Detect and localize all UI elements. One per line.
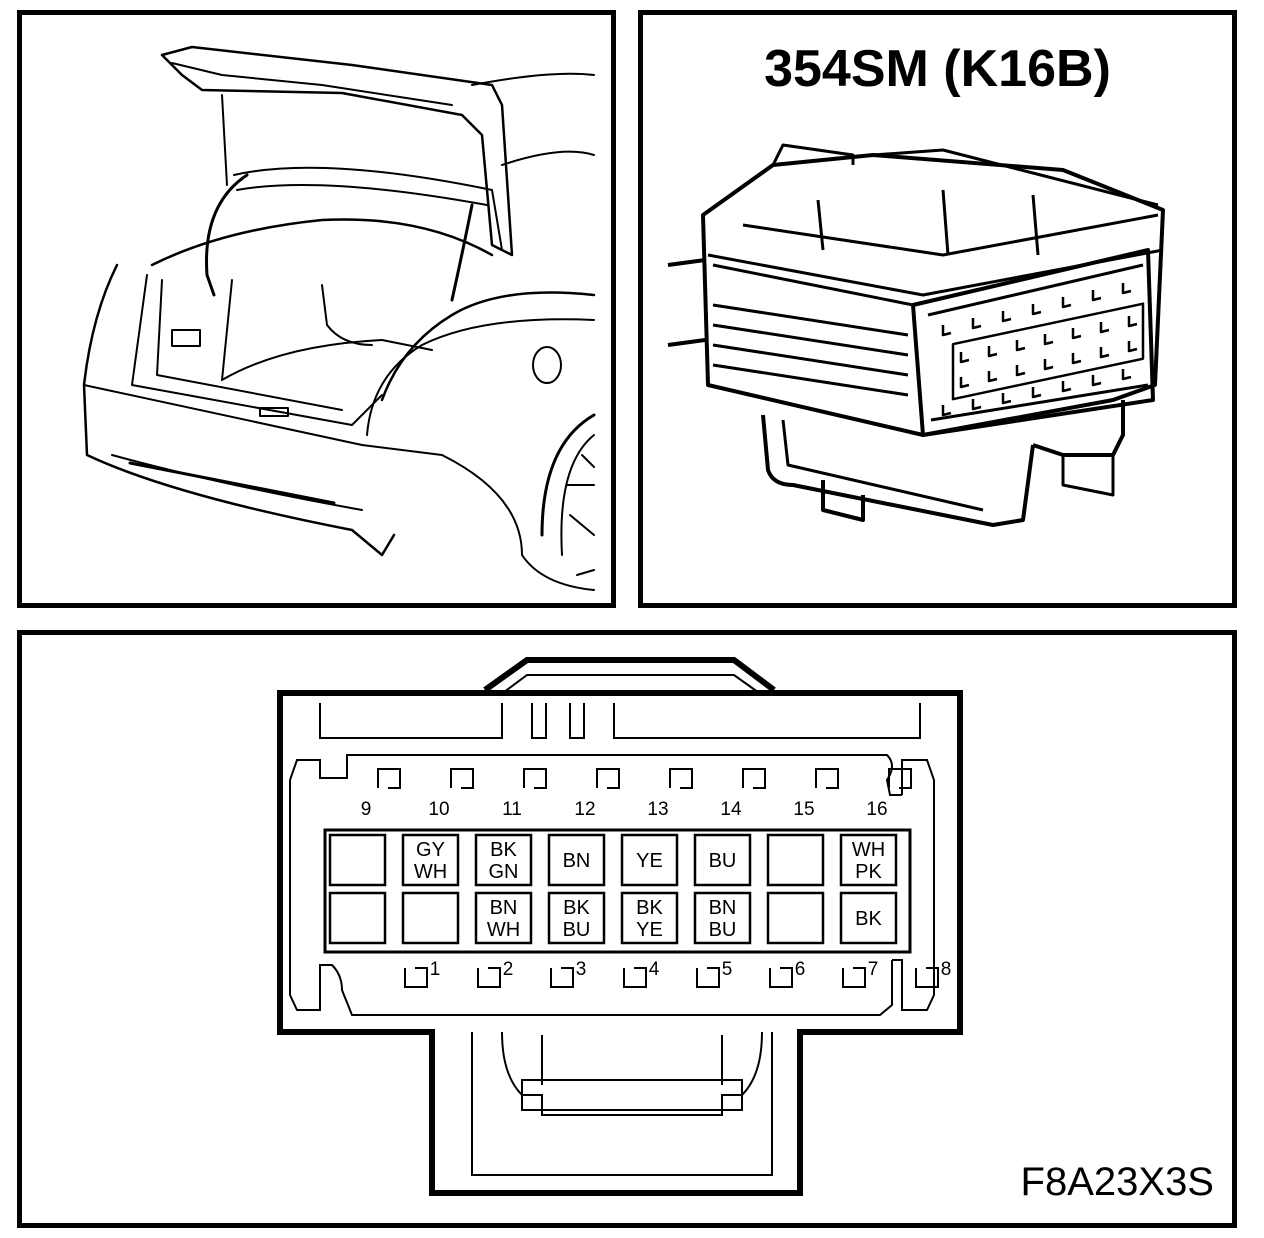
pin-cavity [839,833,898,887]
pin-number: 13 [647,799,668,820]
wire-color-code: WH [487,919,520,941]
terminal-latch [769,967,793,988]
pin-number: 1 [430,959,441,980]
pin-number: 4 [649,959,660,980]
pin-cavity [620,891,679,945]
terminal-latch [596,768,620,789]
connector-housing-illustration [667,143,1165,527]
pin-cavity [474,833,533,887]
pin-number: 16 [866,799,887,820]
pin-cavity [547,833,606,887]
wire-color-code: GY [416,839,445,861]
wire-color-code: YE [636,919,663,941]
terminal-latch [623,967,647,988]
pin-cavity [693,833,752,887]
pin-cavity [620,833,679,887]
wire-color-code: BK [855,908,882,930]
pin-cavity [693,891,752,945]
pin-number: 2 [503,959,514,980]
terminal-latch [696,967,720,988]
pin-cavity [328,891,387,945]
pin-number: 5 [722,959,733,980]
pin-cavity [766,891,825,945]
pin-number: 12 [574,799,595,820]
terminal-latch [842,967,866,988]
connector-title: 354SM (K16B) [764,40,1111,98]
wire-color-code: BN [709,897,737,919]
pin-number: 15 [793,799,814,820]
terminal-latch [669,768,693,789]
terminal-latch [742,768,766,789]
wire-color-code: BU [563,919,591,941]
wire-color-code: BK [490,839,517,861]
pin-number: 11 [502,799,522,820]
vehicle-trunk-illustration [82,45,596,591]
pin-number: 6 [795,959,806,980]
wire-color-code: BU [709,919,737,941]
pin-number: 7 [868,959,879,980]
terminal-latch [523,768,547,789]
terminal-latch [915,967,939,988]
terminal-latch [815,768,839,789]
wire-color-code: BK [563,897,590,919]
figure-code: F8A23X3S [1020,1160,1214,1204]
pin-cavity [474,891,533,945]
terminal-latch [404,967,428,988]
wire-color-code: BU [709,850,737,872]
pin-cavity [401,891,460,945]
wire-color-code: WH [414,861,447,883]
connector-panel: 354SM (K16B) [638,10,1237,608]
vehicle-location-panel [17,10,616,608]
pin-number: 14 [720,799,742,820]
pin-number: 10 [428,799,449,820]
wire-color-code: BN [563,850,591,872]
pin-cavity [328,833,387,887]
pin-cavity [766,833,825,887]
terminal-latch [477,967,501,988]
wire-color-code: YE [636,850,663,872]
pin-cavity [839,891,898,945]
terminal-latch [888,768,912,789]
wire-color-code: BK [636,897,663,919]
terminal-latch [377,768,401,789]
terminal-latch [550,967,574,988]
pin-number: 9 [361,799,372,820]
pin-cavity [547,891,606,945]
wire-color-code: GN [489,861,519,883]
wire-color-code: PK [855,861,882,883]
pin-number: 3 [576,959,587,980]
wire-color-code: WH [852,839,885,861]
terminal-latch [450,768,474,789]
pin-cavity [401,833,460,887]
pin-number: 8 [941,959,952,980]
wire-color-code: BN [490,897,518,919]
